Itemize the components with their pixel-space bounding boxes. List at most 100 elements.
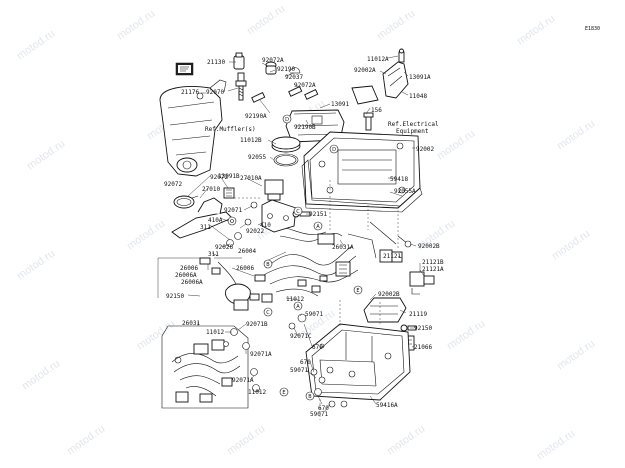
part-label: 26006A (181, 279, 203, 286)
part-label: 26031A (332, 244, 354, 251)
callout-b: B (308, 394, 312, 400)
watermark: motod.ru (550, 228, 592, 263)
part-label: 13091A (409, 74, 431, 81)
part-label: 59071 (305, 311, 323, 318)
part-label: 92190B (294, 124, 316, 131)
part-label: 92002 (416, 146, 434, 153)
part-label: 21176 (181, 89, 199, 96)
relay-component (264, 179, 284, 214)
part-label: 11012 (286, 296, 304, 303)
cap-and-oring (271, 136, 301, 167)
callout-b: B (266, 262, 270, 268)
part-label: 410 (260, 222, 271, 229)
watermark: motod.ru (385, 423, 427, 458)
electrical-box-cover (303, 131, 421, 209)
part-label: 26006A (175, 272, 197, 279)
part-label: 92002B (418, 243, 440, 250)
part-label: 92072A (294, 82, 316, 89)
watermark: motod.ru (445, 318, 487, 353)
part-label: 670 (318, 405, 329, 412)
callout-a: A (296, 304, 300, 310)
hose-clamp-part (173, 195, 199, 209)
part-label: 13091 (331, 101, 349, 108)
part-label: 311 (200, 224, 211, 231)
part-label: 92072 (210, 174, 228, 181)
watermark: motod.ru (435, 128, 477, 163)
callout-c-marker (263, 307, 273, 317)
part-label: 13091B (218, 173, 240, 180)
part-label: 21066 (414, 344, 432, 351)
watermark: motod.ru (535, 428, 577, 463)
callout-c-marker (293, 206, 303, 216)
part-label: 92055A (394, 188, 416, 195)
part-label: 59418 (390, 176, 408, 183)
watermark: motod.ru (15, 28, 57, 63)
watermark: motod.ru (375, 8, 417, 43)
fuse-block-21119 (363, 297, 407, 323)
part-label: 26006 (180, 265, 198, 272)
part-label: 92072 (164, 181, 182, 188)
ref-electrical-equipment-line2: Equipment (396, 128, 429, 135)
reference-lines (230, 180, 399, 420)
part-label: 92026 (215, 244, 233, 251)
part-label: 156 (371, 107, 382, 114)
callout-b-marker (263, 259, 273, 269)
sub-harness-frame (161, 325, 249, 409)
bolt-part (363, 112, 374, 131)
callout-e: E (282, 390, 285, 396)
part-label: 21119 (409, 311, 427, 318)
part-labels: 21130 92072A 92190 92037 92072A 92070 21… (164, 56, 444, 418)
part-label: 92151 (309, 211, 327, 218)
watermark: motod.ru (225, 423, 267, 458)
watermark: motod.ru (125, 218, 167, 253)
part-label: 21130 (207, 59, 225, 66)
part-label: 92150 (166, 293, 184, 300)
part-label: 670 (300, 359, 311, 366)
part-label: 92070 (206, 89, 224, 96)
bracket-plate (261, 199, 297, 233)
part-label: 92002B (378, 291, 400, 298)
ignition-coil-assembly (159, 79, 227, 177)
washer-parts (226, 201, 258, 247)
watermark: motod.ru (245, 3, 287, 38)
warning-label-sticker (175, 62, 194, 76)
callout-e-marker (353, 285, 363, 295)
part-label: 92037 (285, 74, 303, 81)
connector-cluster-right (347, 221, 412, 263)
part-label: 21121B (422, 259, 444, 266)
callout-d-marker (282, 114, 292, 124)
part-label: 92071B (246, 321, 268, 328)
harness-sub-connectors (249, 274, 266, 301)
part-label: 92055 (248, 154, 266, 161)
bracket-assembly (351, 48, 409, 105)
watermark: motod.ru (15, 248, 57, 283)
callout-e: E (356, 288, 359, 294)
callout-c: C (266, 310, 270, 316)
part-label: 27010 (202, 186, 220, 193)
sleeve-parts (251, 86, 319, 126)
part-label: 92022 (246, 228, 264, 235)
ref-muffler: Ref.Muffler(s) (205, 126, 256, 133)
part-label: 11012 (206, 329, 224, 336)
part-label: 92190A (245, 113, 267, 120)
callout-markers: D D C A B A E C E B (263, 114, 363, 401)
part-label: 59416A (376, 402, 398, 409)
part-label: 311 (208, 251, 219, 258)
watermark: motod.ru (25, 138, 67, 173)
part-label: 92072A (262, 57, 284, 64)
part-label: 11012A (367, 56, 389, 63)
watermark-layer: motod.ru motod.ru motod.ru motod.ru moto… (15, 3, 597, 463)
electrical-box-case (305, 323, 411, 401)
diagram-code: E1830 (585, 26, 600, 32)
ref-electrical-equipment-line1: Ref.Electrical (388, 121, 439, 128)
clamp-part (288, 67, 301, 74)
callout-b-marker (305, 391, 315, 401)
callout-e-marker (279, 387, 289, 397)
part-label: 26006 (236, 265, 254, 272)
callout-a-marker (313, 221, 323, 231)
watermark: motod.ru (555, 118, 597, 153)
cover-gasket (301, 159, 423, 213)
part-label: 410A (208, 217, 223, 224)
